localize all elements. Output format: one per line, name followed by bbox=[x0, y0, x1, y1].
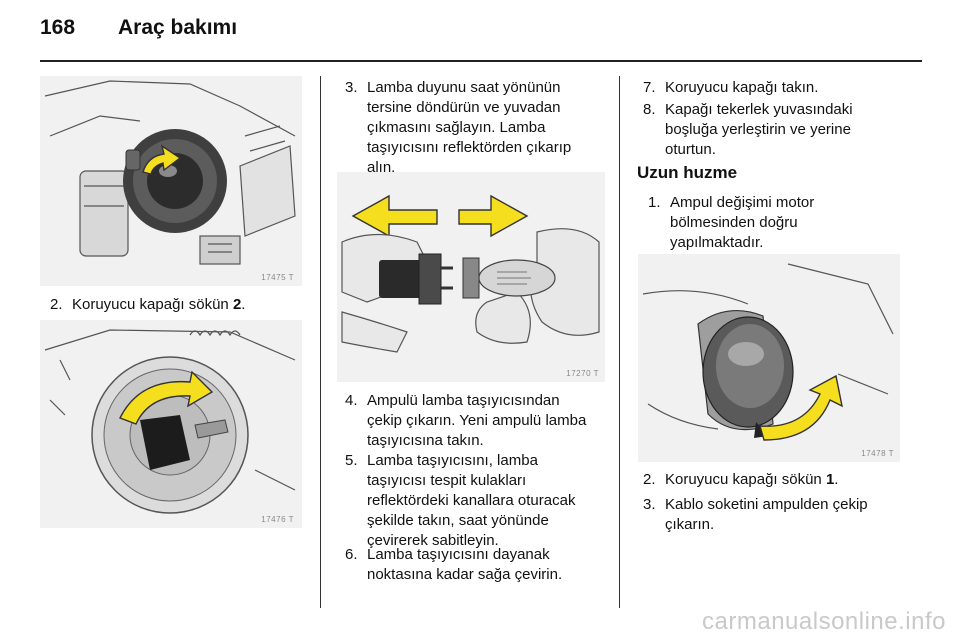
figure-lamp-socket-rotate: 17476 T bbox=[40, 320, 302, 528]
column-divider-1 bbox=[320, 76, 321, 608]
figure-code: 17270 T bbox=[566, 369, 599, 378]
column-divider-2 bbox=[619, 76, 620, 608]
figure-code: 17476 T bbox=[261, 515, 294, 524]
figure-code: 17475 T bbox=[261, 273, 294, 282]
figure-code: 17478 T bbox=[861, 449, 894, 458]
header-rule bbox=[40, 60, 922, 62]
figure-headlight-cover: 17475 T bbox=[40, 76, 302, 286]
watermark: carmanualsonline.info bbox=[702, 608, 946, 635]
figure-high-beam-cover: 17478 T bbox=[638, 254, 900, 462]
figure-bulb-removal: 17270 T bbox=[337, 172, 605, 382]
page-title: Araç bakımı bbox=[118, 16, 238, 39]
section-heading: Uzun huzme bbox=[637, 163, 738, 182]
page-number: 168 bbox=[40, 16, 76, 39]
